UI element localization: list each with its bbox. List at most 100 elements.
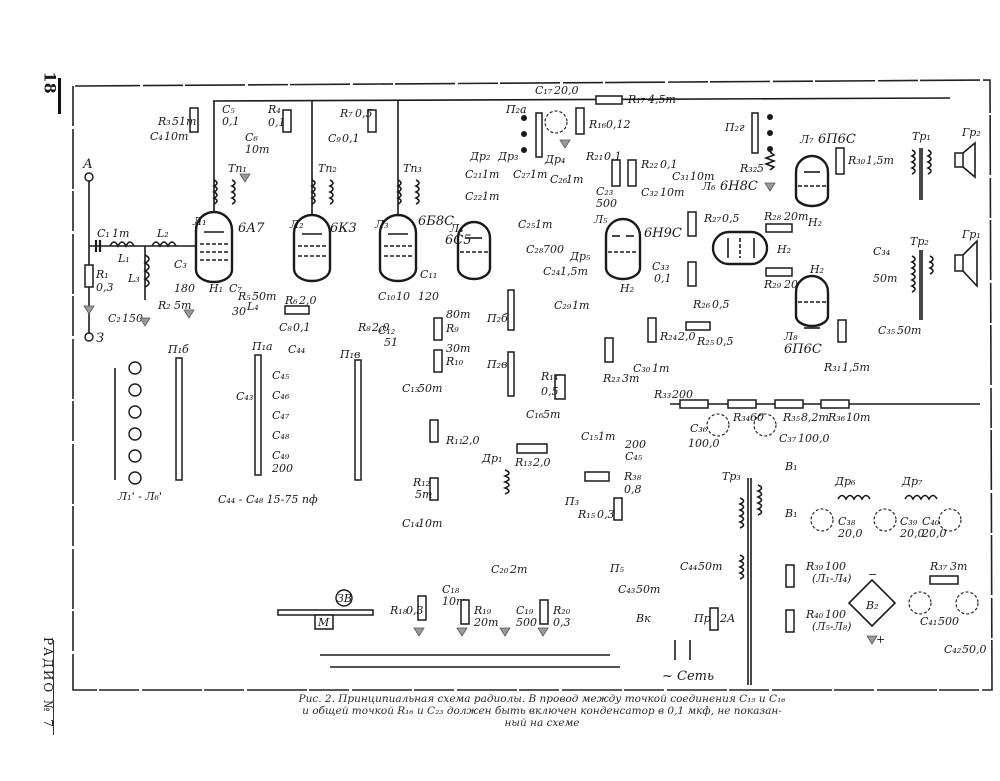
r33-ref: R₃₃ (653, 388, 671, 401)
resistor-r17 (595, 95, 623, 105)
c19-ref: C₁₉ (516, 604, 534, 617)
switch-p2b[interactable] (507, 289, 515, 331)
c39-value: 20,0 (899, 527, 925, 540)
switch-p2a[interactable] (535, 112, 543, 158)
r32-ref: R₃₂ (739, 162, 757, 175)
schematic-frame (72, 79, 993, 691)
r11-ref: R₁₁ (445, 434, 463, 447)
c32-value: 10т (660, 186, 684, 199)
c6-value: 10т (245, 143, 269, 156)
ground-terminal[interactable] (84, 332, 94, 342)
c44-value: 50т (698, 560, 722, 573)
r14-ref: R₁₄ (540, 370, 558, 383)
tube-l2: Л₂ 6К3 (289, 101, 357, 283)
resistor-r27 (687, 211, 697, 237)
r5-ref: R₅ (237, 290, 251, 303)
resistor-r19 (460, 599, 470, 625)
r39-ref: R₃₉ (805, 560, 824, 573)
potentiometer-r40[interactable] (785, 609, 795, 633)
c25-ref: C₂₅ (518, 218, 536, 231)
resistor-r6 (284, 305, 310, 315)
c35-value: 50т (897, 324, 921, 337)
c5-ref: C₅ (222, 103, 235, 116)
l1-ref: Л₁ (192, 215, 207, 228)
p2v-label: П₂в (486, 358, 507, 371)
antenna-terminal[interactable] (84, 172, 94, 182)
c9-value: 0,1 (342, 132, 360, 145)
caption-line-1: Рис. 2. Принципиальная схема радиолы. В … (298, 693, 786, 705)
l6-type: 6Н8С (720, 179, 758, 194)
c26-value: 1т (566, 173, 583, 186)
r29-ref: R₂₉ (763, 278, 782, 291)
r31-value: 1,5т (842, 361, 870, 374)
resistor-r30 (835, 147, 845, 175)
switch-p2v[interactable] (507, 351, 515, 397)
l5-cathode-network: R₂₃ 3т C₃₀ 1т R₂₄ 2,0 R₂₅ 0,5 R₂₆ 0,5 R₂… (602, 211, 740, 385)
r36-ref: R₃₆ (827, 411, 846, 424)
potentiometer-r13[interactable] (516, 443, 548, 454)
l5-type: 6Н9С (644, 226, 682, 241)
c13-ref: C₁₃ (402, 382, 419, 395)
potentiometer-r11[interactable] (429, 419, 439, 443)
r30-value: 1,5т (866, 154, 894, 167)
potentiometer-r14[interactable] (554, 374, 566, 400)
fuse-label: Пр (693, 612, 711, 625)
resistor-r29 (765, 267, 793, 277)
r24-ref: R₂₄ (659, 330, 677, 343)
resistor-r16 (575, 107, 585, 135)
resistor-r35 (774, 399, 804, 409)
c38-ref: C₃₈ (838, 515, 856, 528)
l2-label: L₂ (156, 227, 169, 240)
c4-ref: C₄ (150, 130, 163, 143)
c41-value: 500 (938, 615, 959, 628)
r4-ref: R₄ (267, 103, 281, 116)
resistor-r23 (604, 337, 614, 363)
l7-ref: Л₇ (799, 133, 814, 146)
c20-value: 2т (509, 563, 527, 576)
tp1-label: Тп₁ (228, 162, 247, 175)
c23-value: 500 (596, 197, 617, 210)
dr4-label: Др₄ (544, 153, 565, 166)
r38-ref: R₃₈ (623, 470, 642, 483)
pilot-lamps-label: Л₁' - Л₆' (117, 490, 162, 503)
c12-value: 51 (384, 336, 398, 349)
power-supply: Тр₃ В₁ В₁ Др₆ Др₇ C₃₈ 20,0 C₃₉ 20,0 C₄₀ … (722, 460, 987, 685)
l6-heater: H₂ (776, 243, 791, 256)
r26-value: 0,5 (712, 298, 730, 311)
l5-ref: Л₅ (593, 213, 608, 226)
resistor-r33 (679, 399, 709, 409)
motor-label: М (317, 616, 330, 629)
c1-value: 1т (112, 227, 129, 240)
c2-value: 150 (122, 312, 143, 325)
c26-ref: C₂₆ (550, 173, 568, 186)
c15-ref: C₁₅ (581, 430, 599, 443)
c16-value: 5т (543, 408, 560, 421)
r17-ref: R₁₇ (627, 93, 646, 106)
resistor-r3 (189, 107, 199, 133)
r40-ref: R₄₀ (805, 608, 824, 621)
c40-value: 20,0 (921, 527, 947, 540)
switch-p1a[interactable] (254, 354, 262, 476)
c6-ref: C₆ (245, 131, 258, 144)
capacitor-c42 (955, 591, 979, 615)
c18-ref: C₁₈ (442, 583, 460, 596)
c31-ref: C₃₁ (672, 170, 689, 183)
r28-value: 20т (783, 210, 808, 223)
top-rc-network: R₃ 51т C₄ 10т C₅ 0,1 R₄ 0,1 C₆ 10т R₇ 0,… (150, 103, 377, 156)
vk-switch-label: Вк (635, 612, 651, 625)
resistor-r25 (685, 321, 711, 331)
c25-value: 1т (535, 218, 552, 231)
r37-value: 3т (950, 560, 967, 573)
potentiometer-r39[interactable] (785, 564, 795, 588)
resistor-r4 (282, 109, 292, 133)
l2-ref: Л₂ (289, 218, 304, 231)
switch-p1v[interactable] (354, 359, 362, 481)
motor (314, 614, 334, 630)
c36-ref: C₃₆ (690, 422, 708, 435)
switch-p2g[interactable] (751, 112, 759, 154)
r6-ref: R₆ (284, 294, 298, 307)
resistor-r22 (627, 159, 637, 187)
c35-ref: C₃₅ (878, 324, 896, 337)
l8-ref: Л₈ (783, 330, 798, 343)
switch-p1b[interactable] (175, 357, 183, 481)
